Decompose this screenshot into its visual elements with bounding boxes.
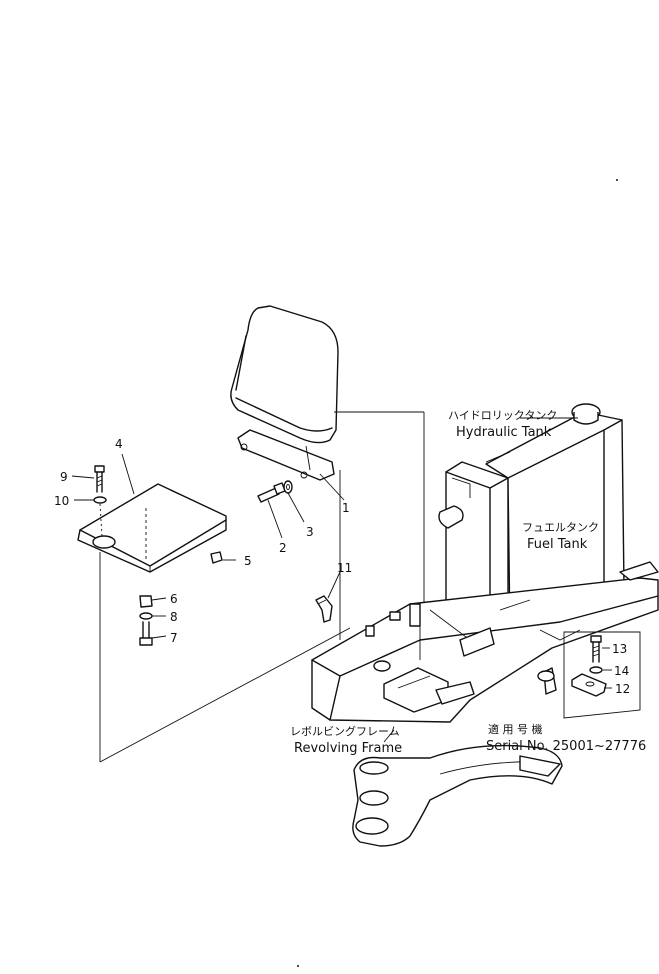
washer-3 (283, 480, 293, 494)
detail-inset (563, 631, 641, 719)
component-labels: ハイドロリックタンク Hydraulic Tank フュエルタンク Fuel T… (290, 409, 646, 756)
callout-6: 6 (170, 592, 178, 606)
fuel-tank-label-jp: フュエルタンク (522, 521, 599, 534)
revolving-frame-label-jp: レボルビングフレーム (290, 724, 400, 738)
bolt-9 (94, 465, 105, 493)
scan-speck (616, 179, 618, 181)
callout-11: 11 (337, 561, 352, 575)
callout-1: 1 (342, 501, 350, 515)
scan-speck (297, 965, 299, 967)
bolt-7 (139, 621, 153, 646)
seat-plate (77, 483, 227, 573)
callout-9: 9 (60, 470, 68, 484)
revolving-frame-label: Revolving Frame (294, 741, 402, 756)
callout-7: 7 (170, 631, 178, 645)
washer-8 (139, 612, 153, 620)
boom-foot-casting (352, 744, 563, 847)
callout-numbers: 1 2 3 4 5 6 7 8 9 10 11 12 13 14 (54, 437, 630, 696)
callout-2: 2 (279, 541, 287, 555)
serial-number-label: Serial No. 25001~27776 (486, 739, 646, 754)
fuel-tank-label: Fuel Tank (527, 537, 588, 552)
seat-backrest (230, 305, 339, 481)
assembly-guide-lines (99, 411, 425, 763)
callout-10: 10 (54, 494, 69, 508)
serial-label-jp: 適 用 号 機 (488, 722, 543, 736)
hydraulic-tank-label: Hydraulic Tank (456, 425, 552, 440)
callout-3: 3 (306, 525, 314, 539)
callout-12: 12 (615, 682, 630, 696)
bolt-13 (590, 635, 602, 663)
callout-5: 5 (244, 554, 252, 568)
nut-5 (210, 551, 223, 564)
callout-14: 14 (614, 664, 629, 678)
callout-13: 13 (612, 642, 627, 656)
hydraulic-tank-label-jp: ハイドロリックタンク (448, 409, 557, 422)
washer-10 (93, 496, 107, 504)
nut-6 (139, 595, 153, 608)
washer-14 (589, 666, 603, 674)
revolving-frame (311, 561, 659, 723)
callout-4: 4 (115, 437, 123, 451)
leader-lines (71, 417, 612, 743)
callout-8: 8 (170, 610, 178, 624)
plate-12 (571, 673, 607, 697)
bracket-11 (315, 595, 333, 623)
bolt-2 (257, 482, 286, 503)
